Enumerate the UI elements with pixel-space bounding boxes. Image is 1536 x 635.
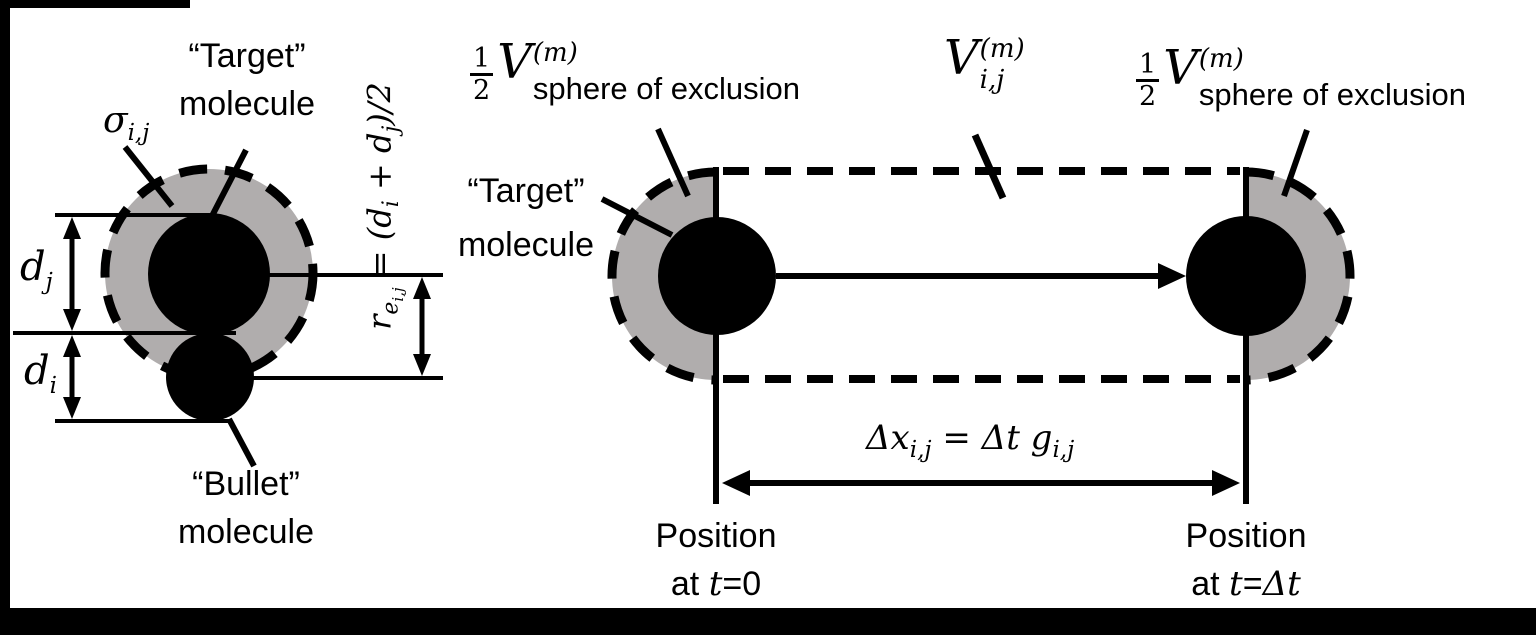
- target-label-line2: molecule: [178, 85, 316, 124]
- di-base: d: [24, 348, 50, 394]
- target-molecule-circle-left: [148, 213, 270, 335]
- volume-subscript: sphere of exclusion: [532, 71, 800, 106]
- volume-superscript: (m): [1198, 44, 1244, 74]
- swept-volume-superscript: (m): [979, 34, 1025, 64]
- req-r-sub-sub: i,j: [389, 287, 408, 302]
- displacement-equation-label: Δxi,j = Δt gi,j: [866, 418, 1074, 463]
- half-volume-right-leader-line: [1281, 129, 1310, 197]
- re-dimension-arrow: [413, 277, 431, 376]
- di-label: di: [24, 348, 57, 399]
- motion-arrow: [776, 263, 1186, 289]
- dj-dimension-arrow: [63, 217, 81, 331]
- position-end-value: Δt: [1262, 564, 1301, 605]
- exclusion-half-left-arc: [607, 167, 717, 385]
- swept-volume-label: V (m) i,j: [940, 30, 1025, 95]
- bullet-leader-line: [226, 417, 257, 468]
- displacement-dimension-arrow: [722, 470, 1240, 496]
- volume-subscript: sphere of exclusion: [1198, 77, 1466, 112]
- half-volume-label-right: 1 2 V (m) sphere of exclusion: [1136, 40, 1466, 112]
- req-d1: d: [360, 207, 399, 228]
- target-right-line1: “Target”: [467, 172, 585, 210]
- req-plus: +: [360, 153, 399, 201]
- req-d2: d: [360, 132, 399, 154]
- req-r: r: [360, 314, 399, 330]
- position-start-line2: at t=0: [636, 560, 796, 608]
- req-mid: = (: [360, 227, 399, 288]
- target-label-line1: “Target”: [188, 37, 306, 75]
- req-d1-sub: i: [379, 200, 404, 208]
- position-end-t: t: [1229, 564, 1243, 605]
- position-start-suffix: =0: [722, 565, 762, 604]
- sigma-base: σ: [103, 100, 128, 141]
- sigma-sub: i,j: [127, 120, 150, 147]
- di-sub: i: [49, 373, 57, 399]
- req-end: )/2: [360, 82, 399, 126]
- sigma-label: σi,j: [103, 100, 149, 146]
- target-molecule-label-right: “Target” molecule: [442, 164, 610, 273]
- volume-symbol: V: [497, 34, 532, 90]
- position-end-label: Position at t=Δt: [1160, 512, 1332, 609]
- sigma-leader-line: [122, 145, 175, 208]
- target-right-leader-line: [600, 196, 674, 238]
- swept-volume-subscript: i,j: [979, 65, 1005, 95]
- position-start-label: Position at t=0: [636, 512, 796, 609]
- dj-label: dj: [20, 244, 53, 295]
- target-right-line2: molecule: [457, 226, 595, 265]
- bullet-label-line2: molecule: [177, 513, 315, 552]
- position-start-t: t: [708, 564, 723, 605]
- fraction-denominator: 2: [1136, 79, 1160, 111]
- req-d2-sub: j: [379, 125, 404, 133]
- position-end-equals: =: [1242, 565, 1263, 604]
- fraction-denominator: 2: [470, 73, 494, 105]
- exclusion-half-right-arc: [1245, 167, 1355, 385]
- position-start-prefix: at: [670, 565, 709, 604]
- volume-symbol: V: [1163, 40, 1198, 96]
- di-dimension-arrow: [63, 335, 81, 419]
- swept-volume-slash-mark: [971, 133, 1007, 200]
- bullet-molecule-label: “Bullet” molecule: [160, 460, 332, 557]
- radius-equation-label: rei,j = (di + dj)/2: [361, 82, 408, 330]
- volume-superscript: (m): [532, 38, 578, 68]
- dj-base: d: [20, 244, 46, 290]
- deq-lhs-sub: i,j: [909, 436, 932, 463]
- position-end-line2: at t=Δt: [1160, 560, 1332, 608]
- deq-rhs: Δt g: [981, 418, 1053, 458]
- bullet-label-line1: “Bullet”: [192, 465, 300, 503]
- deq-rhs-sub: i,j: [1052, 436, 1075, 463]
- one-half-fraction: 1 2: [1136, 49, 1160, 111]
- fraction-numerator: 1: [473, 43, 491, 74]
- one-half-fraction: 1 2: [470, 43, 494, 105]
- bullet-molecule-circle: [166, 333, 254, 421]
- position-end-line1: Position: [1185, 517, 1307, 555]
- deq-equals: =: [931, 418, 982, 458]
- dj-sub: j: [45, 269, 53, 295]
- deq-lhs: Δx: [866, 418, 910, 458]
- target-left-leader-line: [209, 148, 249, 218]
- fraction-numerator: 1: [1139, 49, 1157, 80]
- half-volume-left-leader-line: [655, 127, 691, 198]
- req-r-sub: e: [379, 301, 404, 315]
- target-molecule-label-left: “Target” molecule: [168, 32, 326, 129]
- swept-volume-symbol: V: [944, 30, 979, 86]
- position-end-prefix: at: [1191, 565, 1230, 604]
- position-start-line1: Position: [655, 517, 777, 555]
- canvas-background-top-sliver: [190, 0, 1536, 10]
- half-volume-label-left: 1 2 V (m) sphere of exclusion: [470, 34, 800, 106]
